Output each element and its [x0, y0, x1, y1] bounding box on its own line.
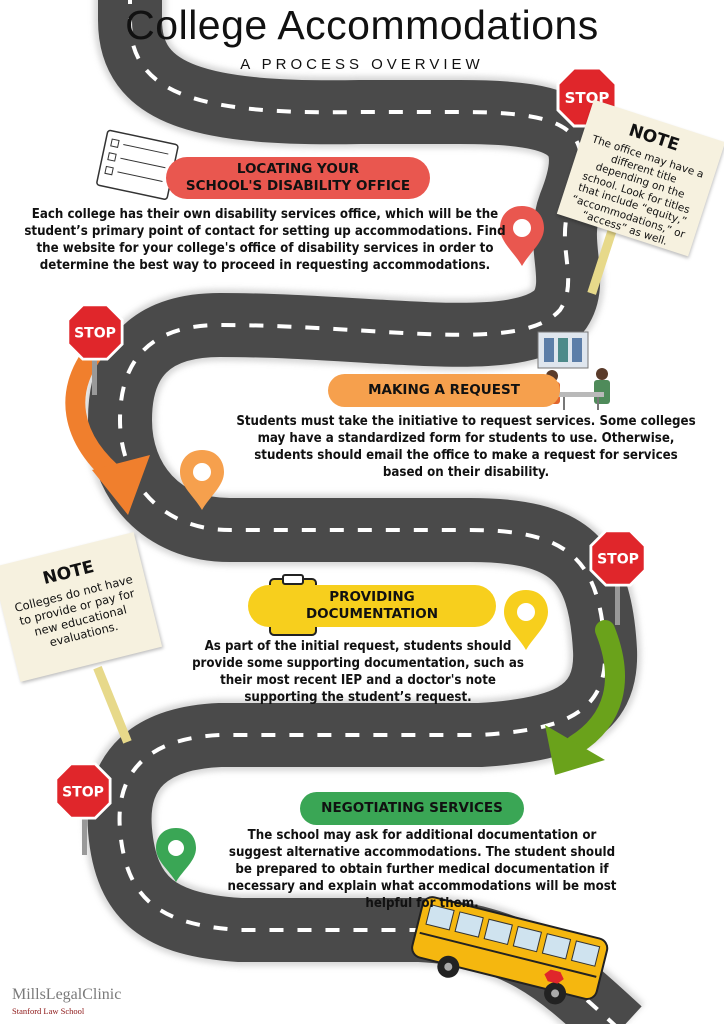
location-pin-icon — [504, 590, 548, 650]
step-text-locating-office: Each college has their own disability se… — [24, 207, 506, 273]
stop-post — [92, 355, 97, 395]
step-label-line: NEGOTIATING SERVICES — [321, 800, 503, 816]
office-meeting-icon — [537, 331, 610, 410]
location-pin-icon — [500, 206, 544, 266]
sign-post — [587, 225, 618, 295]
orange-arrow-icon — [65, 335, 150, 515]
stop-sign-icon: STOP — [66, 303, 124, 361]
step-label-line: LOCATING YOUR — [236, 161, 360, 177]
location-pin-icon — [180, 450, 224, 510]
stop-post — [615, 580, 620, 625]
checklist-icon — [96, 129, 179, 200]
stop-sign-label: STOP — [74, 326, 116, 342]
footer-school-logo: Stanford Law School — [12, 1006, 85, 1016]
footer-org-logo: MillsLegalClinic — [12, 986, 122, 1003]
location-pin-icon — [156, 828, 196, 882]
step-label-making-request: MAKING A REQUEST — [328, 374, 560, 407]
page-title: College Accommodations — [125, 2, 599, 48]
step-label-line: MAKING A REQUEST — [368, 382, 520, 398]
stop-sign-icon: STOP — [589, 529, 647, 587]
step-label-line: DOCUMENTATION — [305, 606, 439, 622]
step-label-negotiating: NEGOTIATING SERVICES — [300, 792, 524, 825]
page-subtitle: A PROCESS OVERVIEW — [240, 56, 484, 73]
step-label-line: PROVIDING — [329, 589, 415, 605]
sign-post — [93, 666, 132, 744]
step-label-locating-office: LOCATING YOUR SCHOOL'S DISABILITY OFFICE — [166, 157, 430, 199]
stop-sign-label: STOP — [597, 552, 639, 568]
step-text-negotiating: The school may ask for additional docume… — [227, 828, 617, 911]
step-text-making-request: Students must take the initiative to req… — [236, 414, 696, 480]
school-bus-icon — [411, 896, 609, 1005]
stop-post — [82, 815, 87, 855]
green-arrow-icon — [545, 620, 625, 775]
step-label-documentation: PROVIDING DOCUMENTATION — [248, 585, 496, 627]
step-label-line: SCHOOL'S DISABILITY OFFICE — [185, 178, 411, 194]
stop-sign-icon: STOP — [54, 762, 112, 820]
stop-sign-label: STOP — [62, 785, 104, 801]
step-text-documentation: As part of the initial request, students… — [192, 639, 524, 705]
